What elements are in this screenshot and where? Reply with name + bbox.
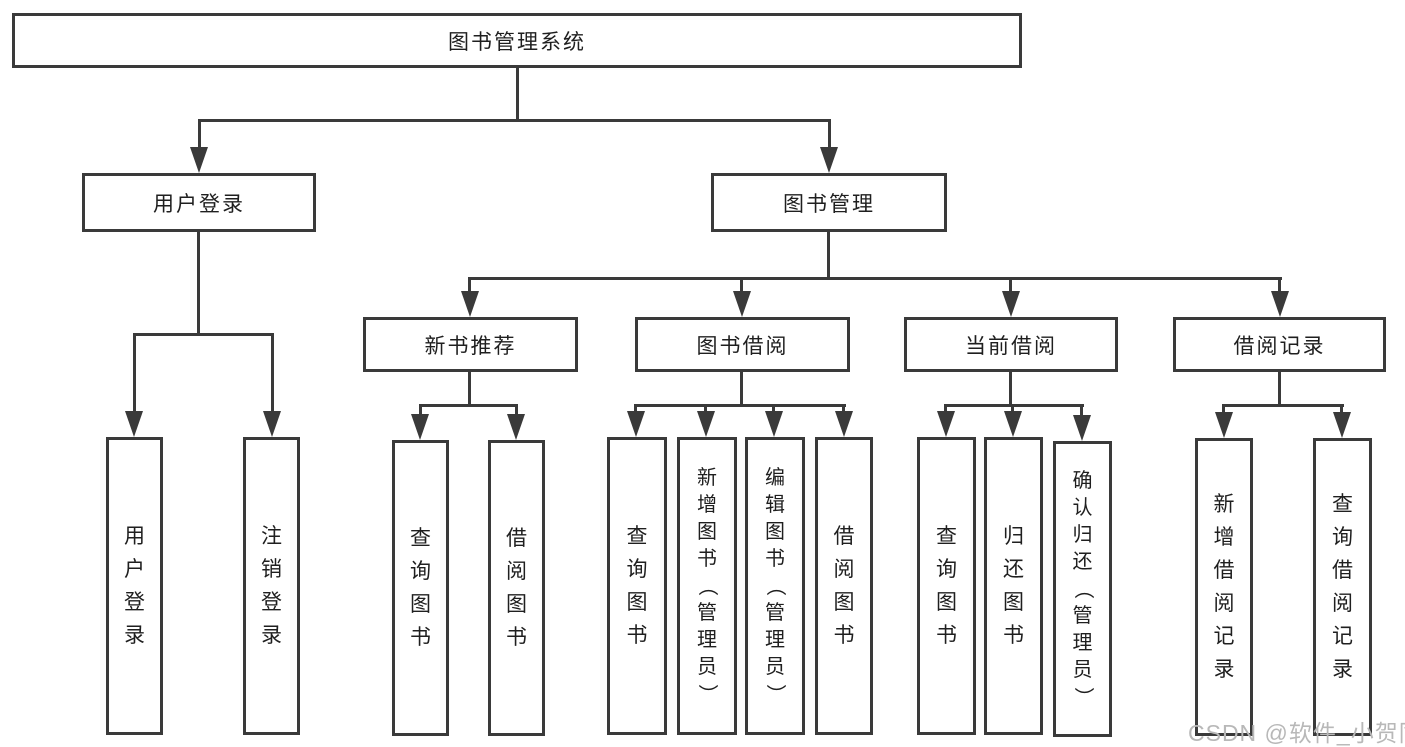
arrowhead-down-icon [1271,291,1289,317]
connector-root-stem [516,68,519,121]
arrowhead-down-icon [1215,412,1233,438]
connector-book-borrow-drop [740,277,743,293]
node-book-management: 图书管理 [711,173,947,232]
node-cb-query-book: 查询图书 [917,437,976,735]
node-current-borrow: 当前借阅 [904,317,1118,372]
connector-logout-drop [271,333,274,413]
connector-br-query-drop [1340,404,1343,414]
arrowhead-down-icon [733,291,751,317]
connector-bb-rail [635,404,846,407]
connector-br-rail [1223,404,1344,407]
connector-login-drop [133,333,136,413]
arrowhead-down-icon [461,291,479,317]
connector-nbr-query-drop [419,404,422,416]
arrowhead-down-icon [937,411,955,437]
connector-nbr-borrow-drop [515,404,518,416]
arrowhead-down-icon [190,147,208,173]
node-root: 图书管理系统 [12,13,1022,68]
connector-cb-confirm-drop [1080,404,1083,417]
connector-bb-add-drop [704,404,707,413]
watermark: CSDN @软件_小贺同学 [1188,720,1405,746]
node-br-add-record: 新增借阅记录 [1195,438,1253,736]
connector-user-login-rail [133,333,274,336]
node-br-query-record: 查询借阅记录 [1313,438,1372,736]
node-nbr-query-book: 查询图书 [392,440,449,736]
connector-br-stem [1278,372,1281,407]
connector-book-management-stem [827,232,830,280]
node-new-book-recommend: 新书推荐 [363,317,578,372]
arrowhead-down-icon [263,411,281,437]
connector-cb-query-drop [944,404,947,413]
arrowhead-down-icon [697,411,715,437]
connector-cb-stem [1009,372,1012,407]
connector-book-management-rail [468,277,1282,280]
arrowhead-down-icon [835,411,853,437]
connector-bb-borrow-drop [842,404,845,413]
node-user-login: 用户登录 [82,173,316,232]
arrowhead-down-icon [1004,411,1022,437]
connector-current-borrow-drop [1009,277,1012,293]
connector-cb-rail [945,404,1084,407]
connector-bb-edit-drop [772,404,775,413]
arrowhead-down-icon [125,411,143,437]
connector-user-login-stem [197,232,200,335]
node-bb-edit-book-admin: 编辑图书（管理员） [745,437,805,735]
connector-new-book-rec-drop [468,277,471,293]
connector-nbr-stem [468,372,471,407]
node-nbr-borrow-book: 借阅图书 [488,440,545,736]
node-cb-return-book: 归还图书 [984,437,1043,735]
node-logout: 注销登录 [243,437,300,735]
connector-user-login-drop [198,119,201,150]
connector-nbr-rail [419,404,518,407]
node-cb-confirm-return-admin: 确认归还（管理员） [1053,441,1112,737]
connector-book-management-drop [828,119,831,150]
arrowhead-down-icon [1002,291,1020,317]
connector-borrow-record-drop [1278,277,1281,293]
connector-br-add-drop [1222,404,1225,414]
node-bb-add-book-admin: 新增图书（管理员） [677,437,737,735]
connector-bb-query-drop [634,404,637,413]
node-book-borrow: 图书借阅 [635,317,850,372]
arrowhead-down-icon [765,411,783,437]
arrowhead-down-icon [411,414,429,440]
arrowhead-down-icon [1073,415,1091,441]
node-borrow-record: 借阅记录 [1173,317,1386,372]
arrowhead-down-icon [507,414,525,440]
connector-root-rail [198,119,831,122]
connector-cb-return-drop [1011,404,1014,413]
node-bb-borrow-book: 借阅图书 [815,437,873,735]
node-bb-query-book: 查询图书 [607,437,667,735]
node-login: 用户登录 [106,437,163,735]
connector-bb-stem [740,372,743,407]
arrowhead-down-icon [820,147,838,173]
arrowhead-down-icon [1333,412,1351,438]
arrowhead-down-icon [627,411,645,437]
